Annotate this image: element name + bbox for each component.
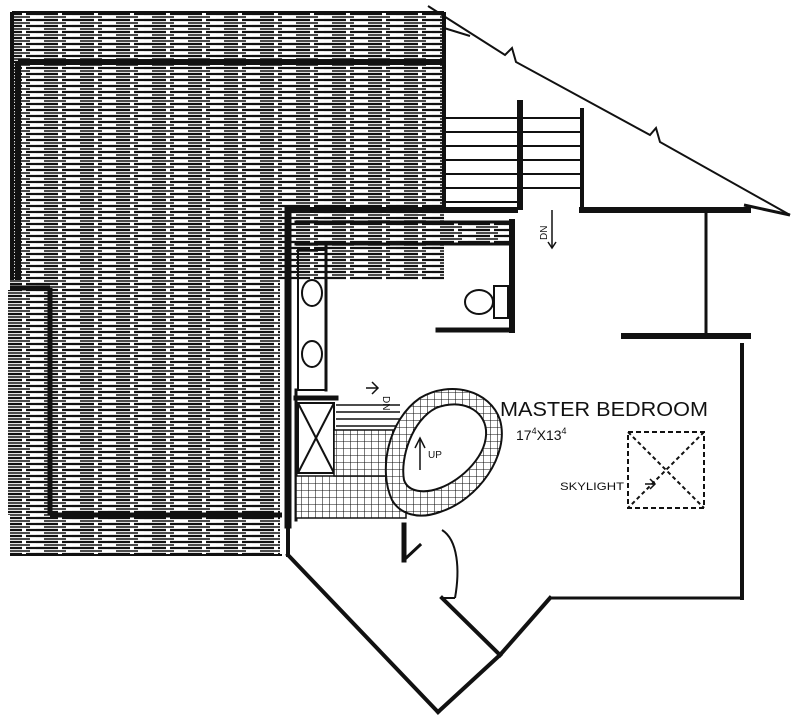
tub-steps (336, 404, 400, 427)
door-swing (441, 529, 459, 599)
building-walls (284, 206, 751, 715)
up-label: UP (428, 450, 442, 461)
toilet (464, 285, 509, 319)
vanity-sinks (297, 249, 327, 391)
labels: MASTER BEDROOM 174X134 SKYLIGHT UP DN DN (380, 226, 708, 493)
skylight (627, 431, 705, 509)
direction-arrows (366, 210, 657, 490)
roof-area (8, 12, 510, 555)
diagonal-exterior-wall (427, 5, 791, 217)
whirlpool-tub (384, 388, 503, 517)
room-name: MASTER BEDROOM (500, 399, 708, 421)
stair-down-label: DN (539, 226, 550, 240)
stair (444, 100, 584, 210)
skylight-label: SKYLIGHT (560, 481, 624, 493)
tile-floor (295, 429, 407, 519)
roof-edges (10, 11, 446, 556)
room-dimensions: 174X134 (516, 426, 567, 443)
tub-down-label: DN (380, 396, 391, 410)
shower (297, 402, 335, 474)
